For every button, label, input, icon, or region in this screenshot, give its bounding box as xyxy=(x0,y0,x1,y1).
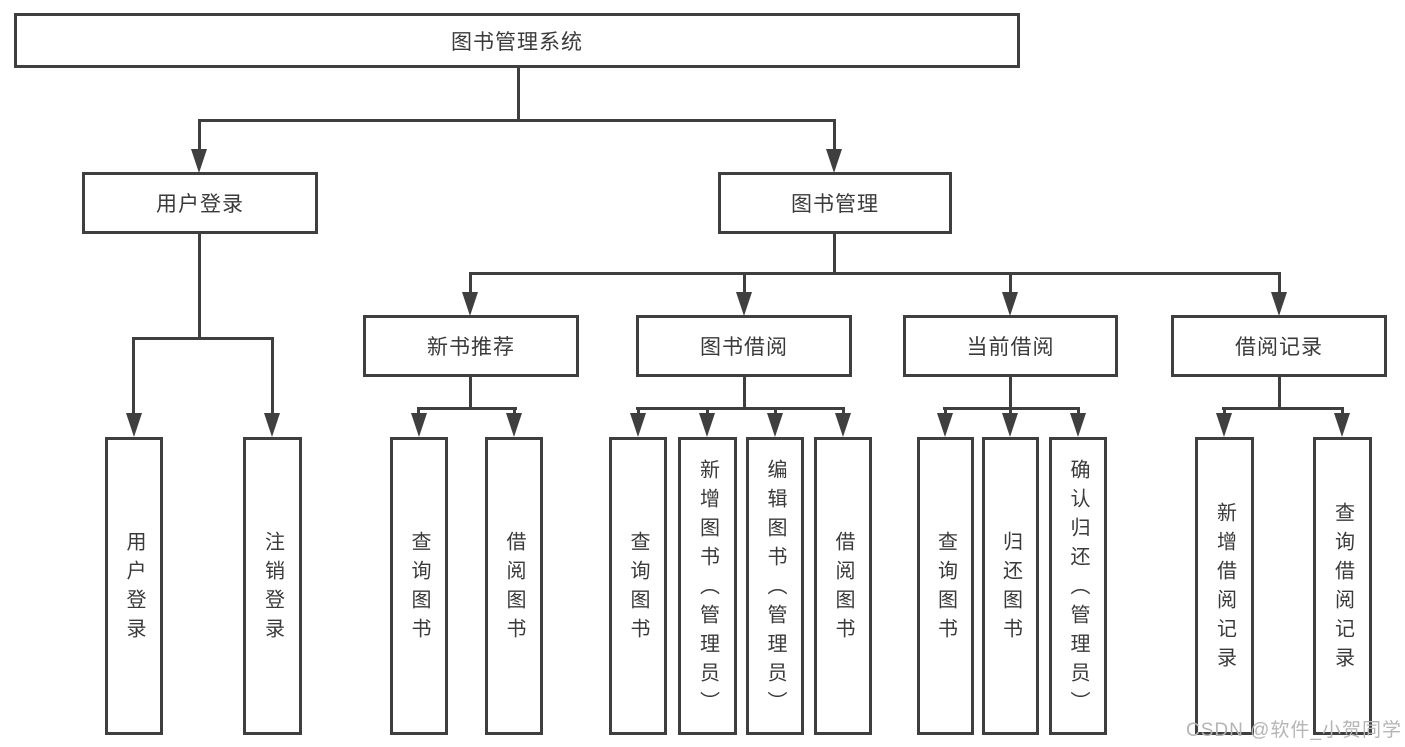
arrowhead-icon xyxy=(462,292,478,316)
leaf-br-query-record: 查询借阅记录 xyxy=(1313,437,1372,735)
connector-user-login-rail xyxy=(132,337,274,340)
connector-drop-new-book xyxy=(469,272,472,293)
node-book-management: 图书管理 xyxy=(718,172,952,234)
connector-stem-borrow-records xyxy=(1278,375,1281,409)
connector-drop-leaf xyxy=(1223,407,1226,417)
node-new-book-recommend: 新书推荐 xyxy=(363,315,579,377)
connector-stem-new-book xyxy=(469,375,472,409)
leaf-nbr-query-books: 查询图书 xyxy=(390,437,448,735)
leaf-logout: 注销登录 xyxy=(243,437,302,735)
connector-drop-leaf xyxy=(1341,407,1344,417)
leaf-nbr-borrow-books: 借阅图书 xyxy=(485,437,543,735)
arrowhead-icon xyxy=(835,413,851,437)
connector-drop-leaf xyxy=(417,407,420,417)
arrowhead-icon xyxy=(411,413,427,437)
arrowhead-icon xyxy=(826,149,842,173)
connector-drop-leaf xyxy=(1077,407,1080,417)
connector-drop-leaf xyxy=(637,407,640,417)
arrowhead-icon xyxy=(767,413,783,437)
arrowhead-icon xyxy=(1216,413,1232,437)
leaf-br-add-record: 新增借阅记录 xyxy=(1195,437,1254,735)
connector-drop-borrow-records xyxy=(1278,272,1281,293)
leaf-user-login: 用户登录 xyxy=(105,437,163,735)
connector-drop-current-borrow xyxy=(1009,272,1012,293)
connector-root-stem xyxy=(517,68,520,122)
connector-level3-rail xyxy=(469,272,1281,275)
arrowhead-icon xyxy=(264,413,280,437)
node-library-system: 图书管理系统 xyxy=(14,13,1020,68)
arrowhead-icon xyxy=(736,292,752,316)
arrowhead-icon xyxy=(1002,413,1018,437)
connector-drop-leaf xyxy=(513,407,516,417)
arrowhead-icon xyxy=(1070,413,1086,437)
connector-drop-leaf xyxy=(842,407,845,417)
connector-drop-leaf xyxy=(774,407,777,417)
connector-drop-leaf xyxy=(1009,407,1012,417)
csdn-watermark: CSDN @软件_小贺同学 xyxy=(1186,720,1402,741)
node-user-login: 用户登录 xyxy=(82,172,318,234)
connector-drop-leaf-login xyxy=(132,337,135,415)
node-book-borrowing: 图书借阅 xyxy=(636,315,852,377)
arrowhead-icon xyxy=(1002,292,1018,316)
leaf-bb-borrow-books: 借阅图书 xyxy=(814,437,872,735)
arrowhead-icon xyxy=(506,413,522,437)
arrowhead-icon xyxy=(1334,413,1350,437)
arrowhead-icon xyxy=(699,413,715,437)
node-current-borrowing: 当前借阅 xyxy=(903,315,1118,377)
leaf-cb-query-books: 查询图书 xyxy=(917,437,974,735)
arrowhead-icon xyxy=(191,149,207,173)
arrowhead-icon xyxy=(1271,292,1287,316)
connector-level2-rail xyxy=(198,119,836,122)
leaf-cb-return-books: 归还图书 xyxy=(982,437,1039,735)
connector-drop-leaf-logout xyxy=(271,337,274,415)
connector-stem-book-borrow xyxy=(743,375,746,409)
connector-rail-book-borrow xyxy=(636,407,845,410)
arrowhead-icon xyxy=(126,413,142,437)
node-borrowing-records: 借阅记录 xyxy=(1171,315,1387,377)
connector-drop-leaf xyxy=(944,407,947,417)
leaf-bb-edit-books-admin: 编辑图书（管理员） xyxy=(746,437,804,735)
connector-drop-book-borrow xyxy=(743,272,746,293)
connector-stem-current-borrow xyxy=(1009,375,1012,409)
leaf-bb-query-books: 查询图书 xyxy=(609,437,667,735)
arrowhead-icon xyxy=(630,413,646,437)
connector-drop-user-login xyxy=(198,119,201,151)
connector-user-login-stem xyxy=(198,234,201,340)
connector-rail-borrow-records xyxy=(1222,407,1344,410)
leaf-cb-confirm-return-admin: 确认归还（管理员） xyxy=(1049,437,1107,735)
connector-book-mgmt-stem xyxy=(833,234,836,274)
leaf-bb-add-books-admin: 新增图书（管理员） xyxy=(678,437,737,735)
connector-drop-book-mgmt xyxy=(833,119,836,151)
connector-rail-new-book xyxy=(417,407,517,410)
arrowhead-icon xyxy=(937,413,953,437)
connector-drop-leaf xyxy=(706,407,709,417)
